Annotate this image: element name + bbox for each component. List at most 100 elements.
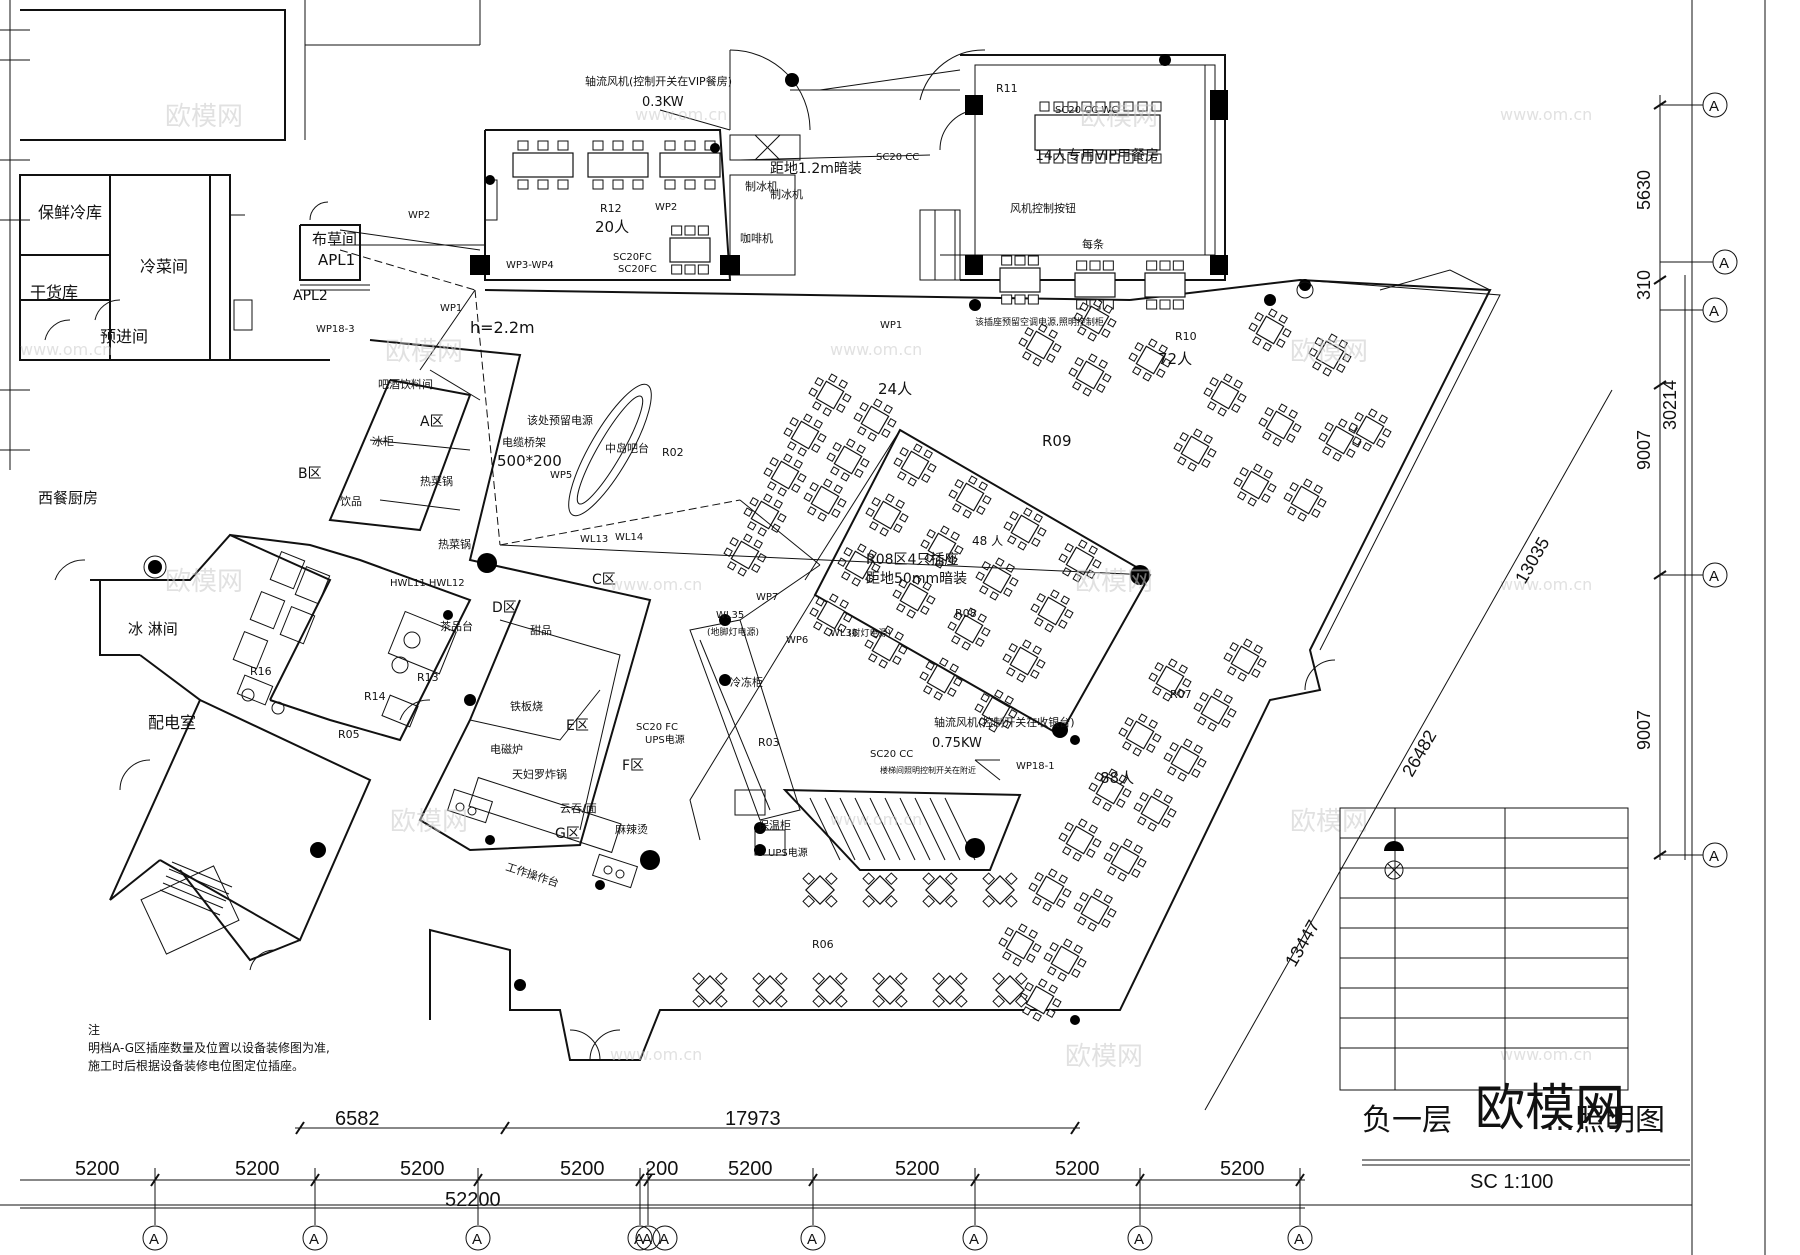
svg-text:A: A [1709, 848, 1719, 865]
dining-table [1233, 463, 1277, 507]
code-r11: R11 [996, 82, 1018, 95]
dim-total: 52200 [445, 1189, 501, 1211]
watermark-small-2: 欧模网 [1080, 102, 1158, 132]
room-fresh-cold: 保鲜冷库 [38, 203, 102, 222]
dining-table [1058, 539, 1102, 583]
room-ice-shower: 冰 淋间 [128, 620, 178, 638]
dim-right-9007a: 9007 [1634, 430, 1654, 470]
dim-tick [295, 1121, 305, 1135]
room-warm-cab: 保温柜 [758, 818, 791, 832]
circuit-wl13: WL13 [580, 534, 608, 545]
note-reserve: 该处预留电源 [527, 413, 593, 427]
zone-c: C区 [592, 572, 616, 588]
svg-text:A: A [1294, 1231, 1304, 1248]
dining-table [865, 493, 909, 537]
room-teppan: 天妇罗炸锅 [512, 768, 567, 781]
room-bar-drink: 吧酒饮料间 [378, 377, 433, 391]
axis-bubble: A [142, 1225, 168, 1251]
room-pre-prep: 预进间 [100, 327, 148, 346]
watermark-small-9: 欧模网 [1065, 1042, 1143, 1072]
circuit-hwl: HWL11 HWL12 [390, 578, 465, 589]
watermark-url-4: www.om.cn [20, 340, 112, 359]
drawing-scale: SC 1:100 [1470, 1171, 1553, 1193]
note-fan2: 轴流风机(控制开关在收银台) [934, 715, 1075, 729]
axis-bubble: A [1127, 1225, 1153, 1251]
dining-table [1030, 589, 1074, 633]
dining-table-long [1144, 260, 1186, 310]
dim-span1: 6582 [335, 1108, 380, 1130]
circuit-wp2b: WP2 [655, 202, 677, 213]
dining-table [1193, 688, 1237, 732]
dim-diag-13447: 13447 [1281, 917, 1323, 970]
zone-b: B区 [298, 466, 322, 482]
dining-table [853, 398, 897, 442]
room-dry-goods: 干货库 [30, 283, 78, 302]
circuit-wp7: WP7 [756, 592, 778, 603]
circuit-wl14: WL14 [615, 532, 643, 543]
dining-table [1148, 658, 1192, 702]
note-r08-2: 距地50mm暗装 [866, 571, 967, 587]
dining-table [1073, 298, 1117, 342]
capacity-88: 88人 [1100, 769, 1134, 787]
dining-table [1073, 888, 1117, 932]
zone-d: D区 [492, 600, 517, 616]
dining-table [1348, 408, 1392, 452]
dining-table-square [982, 872, 1018, 908]
dining-table-square [872, 972, 908, 1008]
dim-bay-label: 5200 [728, 1158, 773, 1180]
svg-text:A: A [472, 1231, 482, 1248]
note-cc2: SC20 CC WC [1055, 105, 1118, 116]
room-ice-cabinet: 冰柜 [372, 435, 394, 448]
axis-bubble-right: A [1660, 249, 1738, 275]
dim-bay-label: 5200 [560, 1158, 605, 1180]
code-r09: R09 [1042, 432, 1072, 450]
central-stair [689, 619, 1022, 871]
watermark-small-6: 欧模网 [1075, 567, 1153, 597]
room-noodle: 云吞/面 [560, 802, 597, 815]
legend-table [1339, 807, 1629, 1091]
capacity-labels: 20人 24人 48 人 72人 88人 [595, 218, 1192, 787]
room-iron-plate: 铁板烧 [510, 699, 543, 713]
note-stair: 楼梯间照明控制开关在附近 [880, 765, 976, 775]
room-dessert: 甜品 [530, 624, 552, 637]
room-western-kitchen: 西餐厨房 [38, 489, 98, 507]
axis-bubble: A [1287, 1225, 1313, 1251]
room-codes: R02 R03 R05 R06 R07 R08 R09 R10 R11 R12 … [250, 82, 1197, 951]
dining-table [723, 533, 767, 577]
circuit-wp5: WP5 [550, 470, 572, 481]
drawing-title: 负一层 [1362, 1103, 1452, 1138]
title-block: 负一层 …照明图 欧模网 SC 1:100 [1362, 1079, 1690, 1193]
notes-label: 注 [88, 1022, 100, 1037]
dining-table [1028, 868, 1072, 912]
dining-table [1058, 818, 1102, 862]
notes-line2: 施工时后根据设备装修电位图定位插座。 [88, 1058, 304, 1073]
code-r14: R14 [364, 690, 386, 703]
dining-table [1002, 639, 1046, 683]
dim-bay-label: 5200 [75, 1158, 120, 1180]
circuit-wl36: WL36 [830, 628, 858, 639]
dim-tick [1653, 275, 1667, 285]
dining-table-square [802, 872, 838, 908]
dining-table [808, 373, 852, 417]
dining-table [743, 493, 787, 537]
circuit-wp1: WP1 [440, 303, 462, 314]
code-r08: R08 [955, 607, 977, 620]
note-fc2: SC20FC [618, 264, 657, 275]
capacity-24: 24人 [878, 380, 912, 398]
vip-room-r11 [919, 49, 1226, 281]
dining-table [947, 607, 991, 651]
watermark-url-5: www.om.cn [610, 575, 702, 594]
room-hot-pot: 热菜锅 [420, 475, 453, 488]
dining-table [1223, 638, 1267, 682]
capacity-48: 48 人 [972, 534, 1003, 548]
axis-bubble: A [465, 1225, 491, 1251]
room-pillar-note: 每条 [1082, 237, 1104, 251]
room-linen: 布草间 [312, 230, 357, 248]
dining-table [1068, 353, 1112, 397]
note-cc3: SC20 CC [870, 749, 913, 760]
room-induction: 电磁炉 [490, 743, 523, 756]
dining-table-square [922, 872, 958, 908]
dining-table-square [862, 872, 898, 908]
circuit-wp3: WP3-WP4 [506, 260, 554, 271]
